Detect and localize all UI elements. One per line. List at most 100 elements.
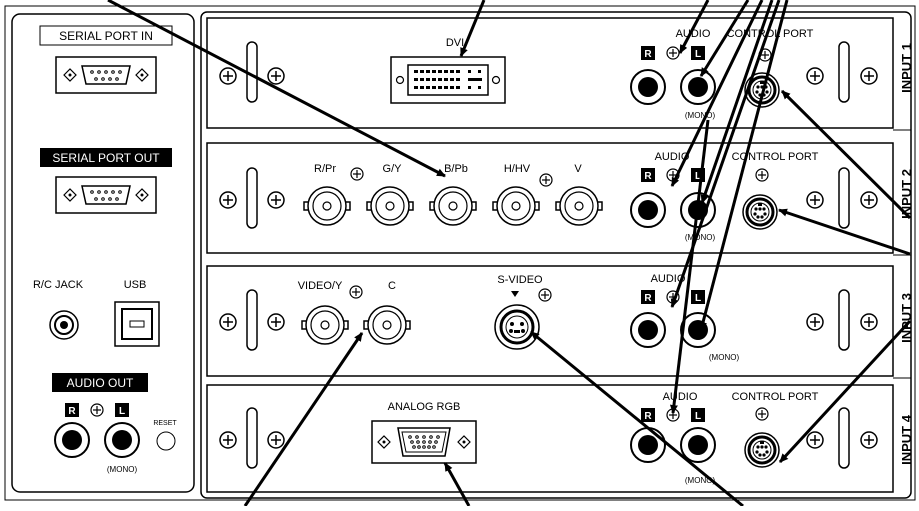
audio-out-label: AUDIO OUT bbox=[67, 376, 134, 390]
hhv-label: H/HV bbox=[504, 163, 531, 175]
slot3-audio-l-jack[interactable] bbox=[680, 312, 716, 348]
analog-rgb-label: ANALOG RGB bbox=[388, 401, 461, 413]
svideo-port[interactable] bbox=[494, 304, 540, 350]
slot2-control-ground-icon bbox=[755, 168, 769, 182]
slot1-audio-label: AUDIO bbox=[676, 28, 711, 40]
slot-1: DVI AUDIO R L (MONO) CONTROL PORT bbox=[206, 17, 914, 129]
serial-out-label-box bbox=[40, 148, 172, 167]
videoy-label: VIDEO/Y bbox=[298, 280, 343, 292]
slot3-screw-icon bbox=[219, 313, 237, 331]
slot1-screw-icon bbox=[267, 67, 285, 85]
slot3-right-rail bbox=[838, 289, 850, 351]
callout-arrow bbox=[670, 0, 781, 308]
slot3-screw-icon bbox=[806, 313, 824, 331]
slot2-audio-r-jack[interactable] bbox=[630, 192, 666, 228]
c-label: C bbox=[388, 280, 396, 292]
slot2-right-rail bbox=[838, 167, 850, 229]
slot4-control-port-label: CONTROL PORT bbox=[732, 391, 819, 403]
serial-in-label-box bbox=[39, 25, 173, 46]
slot4-audio-label: AUDIO bbox=[663, 391, 698, 403]
slot1-audio-l-jack[interactable] bbox=[680, 69, 716, 105]
slot1-audio-ground-icon bbox=[666, 46, 680, 60]
slot3-mono-label: (MONO) bbox=[709, 353, 740, 362]
slot4-mono-label: (MONO) bbox=[685, 476, 716, 485]
slot2-ground-icon bbox=[539, 173, 553, 187]
usb-port[interactable] bbox=[114, 301, 160, 347]
rpr-label: R/Pr bbox=[314, 163, 336, 175]
slot1-r-label: R bbox=[644, 49, 652, 60]
slot2-screw-icon bbox=[219, 191, 237, 209]
slot3-audio-label: AUDIO bbox=[651, 273, 686, 285]
left-panel: SERIAL PORT IN SERIAL PORT OUT R/C JACK … bbox=[11, 13, 195, 493]
serial-in-label: SERIAL PORT IN bbox=[59, 29, 153, 43]
slot1-right-rail bbox=[838, 41, 850, 103]
callout-arrow bbox=[699, 0, 789, 331]
slot-2: R/Pr G/Y B/Pb H/HV V AUDIO R L (MONO) CO… bbox=[206, 142, 914, 254]
slot1-l-label: L bbox=[695, 49, 701, 60]
slot3-audio-r-jack[interactable] bbox=[630, 312, 666, 348]
reset-button[interactable] bbox=[156, 431, 176, 451]
slot4-screw-icon bbox=[267, 431, 285, 449]
slot2-l-label: L bbox=[695, 171, 701, 182]
v-label: V bbox=[574, 163, 582, 175]
audio-out-ground-icon bbox=[90, 403, 104, 417]
slot4-screw-icon bbox=[806, 431, 824, 449]
dvi-label: DVI bbox=[446, 37, 464, 49]
audio-out-l-label: L bbox=[119, 406, 125, 417]
serial-in-port[interactable] bbox=[55, 56, 157, 94]
slot1-screw-icon bbox=[806, 67, 824, 85]
bpb-label: B/Pb bbox=[444, 163, 468, 175]
slot1-screw-icon bbox=[860, 67, 878, 85]
callout-arrows bbox=[107, 0, 912, 508]
analog-rgb-port[interactable] bbox=[371, 420, 477, 464]
usb-label: USB bbox=[124, 279, 147, 291]
callout-arrow bbox=[107, 0, 446, 178]
slot2-control-port[interactable] bbox=[741, 193, 779, 231]
slot3-l-label: L bbox=[695, 293, 701, 304]
slot2-r-label: R bbox=[644, 171, 652, 182]
callout-arrow bbox=[778, 208, 911, 256]
slot2-mono-label: (MONO) bbox=[685, 233, 716, 242]
rc-jack-label: R/C JACK bbox=[33, 279, 84, 291]
slot4-l-label: L bbox=[695, 411, 701, 422]
callout-arrow bbox=[700, 0, 774, 204]
slot4-control-port[interactable] bbox=[743, 431, 781, 469]
input-2-label: INPUT 2 bbox=[899, 169, 914, 219]
slot2-screw-icon bbox=[806, 191, 824, 209]
input-3-label: INPUT 3 bbox=[899, 293, 914, 343]
audio-out-l-jack[interactable] bbox=[104, 422, 140, 458]
slot4-screw-icon bbox=[219, 431, 237, 449]
rc-jack[interactable] bbox=[49, 310, 79, 340]
serial-out-label: SERIAL PORT OUT bbox=[52, 151, 160, 165]
slot3-screw-icon bbox=[267, 313, 285, 331]
callout-arrow bbox=[670, 0, 764, 187]
slot2-audio-label: AUDIO bbox=[655, 151, 690, 163]
slot4-r-label: R bbox=[644, 411, 652, 422]
callout-arrow bbox=[678, 0, 710, 54]
callout-arrow bbox=[669, 119, 710, 414]
callout-arrow bbox=[778, 319, 912, 464]
serial-out-port[interactable] bbox=[55, 176, 157, 214]
slot3-r-label: R bbox=[644, 293, 652, 304]
input-4-label: INPUT 4 bbox=[899, 414, 914, 465]
slot4-right-rail bbox=[838, 407, 850, 469]
slot2-ground-icon bbox=[350, 167, 364, 181]
audio-out-r-jack[interactable] bbox=[54, 422, 90, 458]
slot4-left-rail bbox=[246, 407, 258, 469]
gy-label: G/Y bbox=[383, 163, 403, 175]
audio-out-r-label: R bbox=[68, 406, 76, 417]
slot2-screw-icon bbox=[267, 191, 285, 209]
reset-label: RESET bbox=[153, 420, 177, 427]
slot3-ground-icon bbox=[349, 285, 363, 299]
slot4-audio-r-jack[interactable] bbox=[630, 427, 666, 463]
slot1-audio-r-jack[interactable] bbox=[630, 69, 666, 105]
callout-arrow bbox=[459, 0, 486, 57]
input-1-label: INPUT 1 bbox=[899, 43, 914, 93]
slot2-screw-icon bbox=[860, 191, 878, 209]
slot3-left-rail bbox=[246, 289, 258, 351]
slot4-audio-l-jack[interactable] bbox=[680, 427, 716, 463]
callout-arrow bbox=[780, 89, 912, 220]
slot2-left-rail bbox=[246, 167, 258, 229]
dvi-port[interactable] bbox=[390, 56, 506, 104]
